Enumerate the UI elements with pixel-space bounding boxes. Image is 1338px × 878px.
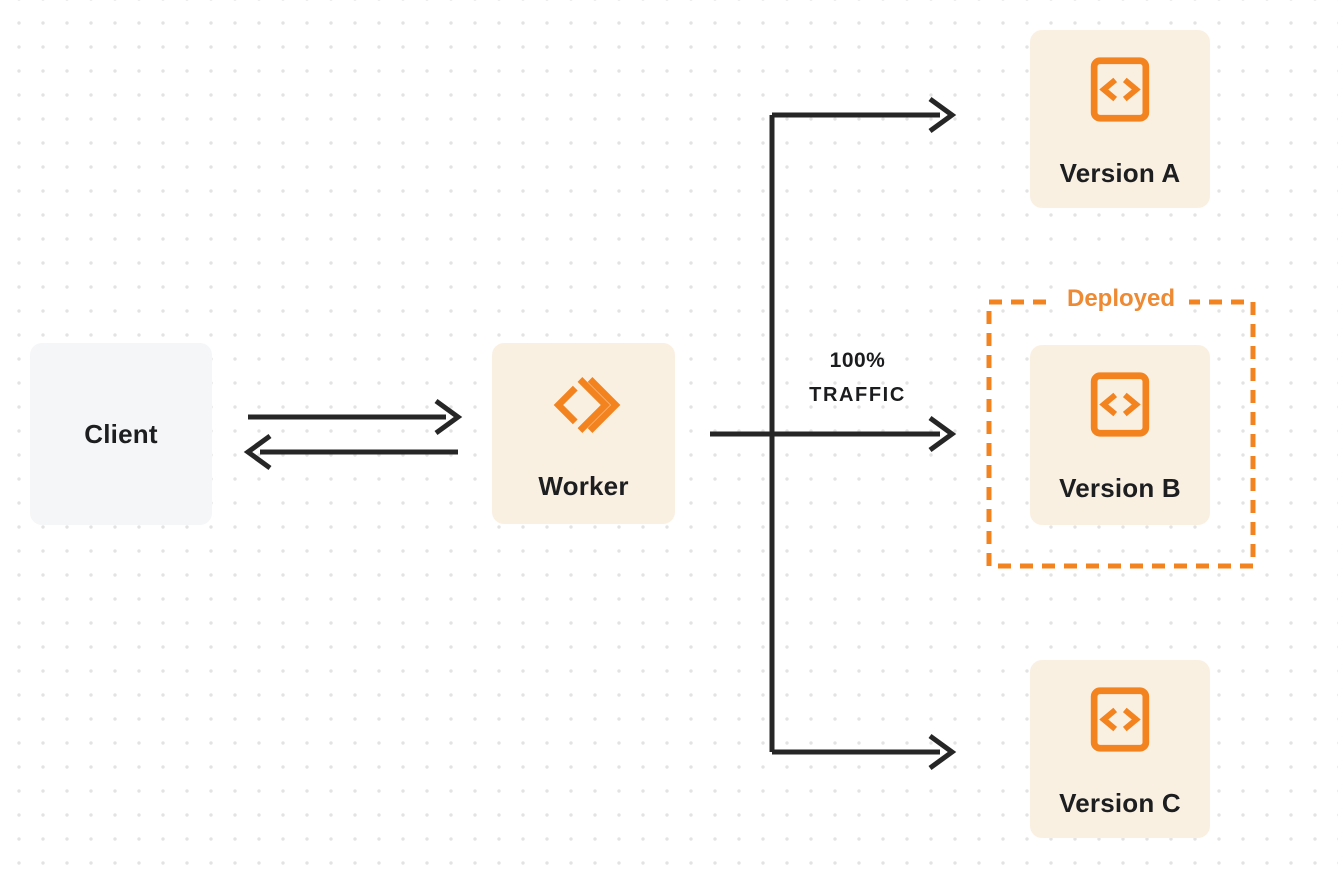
arrow-to-version-c (772, 733, 957, 771)
traffic-percentage: 100% (829, 349, 886, 372)
version-a-label: Version A (1059, 158, 1181, 188)
deployed-group-box: Deployed (986, 284, 1256, 569)
client-node: Client (30, 343, 212, 525)
version-a-node: Version A (1030, 30, 1210, 208)
traffic-label: 100% TRAFFIC (780, 349, 935, 407)
worker-node: Worker (492, 343, 675, 524)
worker-label: Worker (538, 471, 629, 501)
version-b-node: Version B (1030, 345, 1210, 525)
version-c-label: Version C (1059, 788, 1181, 818)
client-label: Client (84, 418, 158, 449)
arrow-to-version-a (772, 96, 957, 134)
deployed-label: Deployed (1052, 284, 1190, 314)
code-file-icon (1089, 56, 1151, 128)
worker-double-chevron-icon (547, 370, 621, 445)
version-c-node: Version C (1030, 660, 1210, 838)
code-file-icon (1089, 686, 1151, 758)
version-b-label: Version B (1059, 473, 1181, 503)
arrow-to-version-b (710, 415, 957, 453)
arrow-client-to-worker (248, 398, 463, 436)
traffic-word: TRAFFIC (809, 384, 906, 406)
arrow-worker-to-client (243, 433, 458, 471)
code-file-icon (1089, 371, 1151, 443)
